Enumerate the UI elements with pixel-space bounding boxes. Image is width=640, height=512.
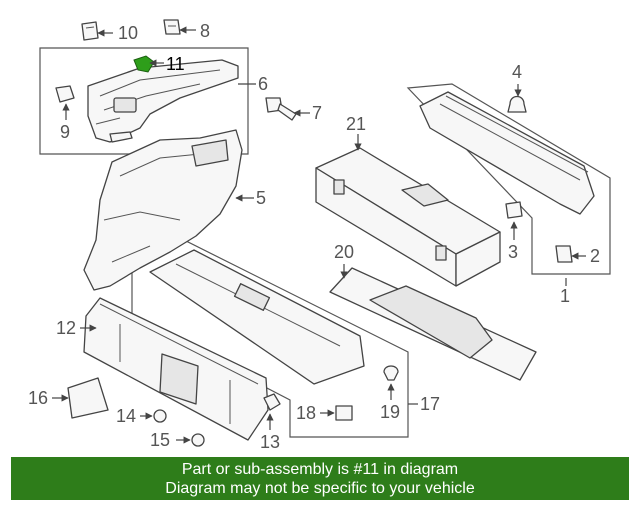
nut-part-13 bbox=[263, 393, 281, 411]
quarter-lower-trim-part bbox=[83, 129, 243, 291]
clip-part-19 bbox=[383, 365, 399, 381]
nut-part-14 bbox=[153, 409, 167, 423]
callout-21: 21 bbox=[346, 114, 366, 134]
group-frame-1 bbox=[406, 83, 611, 275]
callout-17: 17 bbox=[420, 394, 440, 414]
callout-18: 18 bbox=[296, 403, 316, 423]
scuff-panel-part bbox=[83, 297, 269, 441]
cargo-cover-part bbox=[329, 267, 537, 381]
clip-part-9 bbox=[55, 85, 75, 103]
callout-10: 10 bbox=[118, 23, 138, 43]
callout-8: 8 bbox=[200, 21, 210, 41]
clip-part-18 bbox=[335, 405, 353, 421]
callout-16: 16 bbox=[28, 388, 48, 408]
callout-2: 2 bbox=[590, 246, 600, 266]
storage-box-part bbox=[315, 147, 501, 287]
load-floor-part bbox=[149, 249, 365, 385]
parts-diagram: 10 8 11 6 9 7 4 21 5 3 2 1 20 12 16 14 1… bbox=[28, 19, 611, 452]
bolt-part-7 bbox=[265, 97, 297, 121]
callout-3: 3 bbox=[508, 242, 518, 262]
callout-20: 20 bbox=[334, 242, 354, 262]
callout-15: 15 bbox=[150, 430, 170, 450]
callout-13: 13 bbox=[260, 432, 280, 452]
highlighted-part-11 bbox=[133, 55, 155, 73]
rear-sill-plate-part bbox=[419, 91, 595, 263]
callout-4: 4 bbox=[512, 62, 522, 82]
callout-6: 6 bbox=[258, 74, 268, 94]
clip-part-8 bbox=[163, 19, 181, 35]
callout-12: 12 bbox=[56, 318, 76, 338]
info-banner: Part or sub-assembly is #11 in diagram D… bbox=[11, 457, 629, 500]
cover-plate-part bbox=[67, 377, 109, 419]
leader-lines bbox=[52, 26, 586, 444]
callout-14: 14 bbox=[116, 406, 136, 426]
nut-part-15 bbox=[191, 433, 205, 447]
quarter-upper-trim-part bbox=[87, 59, 239, 143]
callout-19: 19 bbox=[380, 402, 400, 422]
callout-9: 9 bbox=[60, 122, 70, 142]
callout-11: 11 bbox=[166, 54, 185, 74]
clip-part-10 bbox=[81, 21, 99, 41]
clip-part-4 bbox=[507, 95, 527, 113]
banner-line-2: Diagram may not be specific to your vehi… bbox=[165, 480, 475, 497]
banner-line-1: Part or sub-assembly is #11 in diagram bbox=[181, 461, 459, 478]
callout-7: 7 bbox=[312, 103, 322, 123]
callout-1: 1 bbox=[560, 286, 570, 306]
callout-5: 5 bbox=[256, 188, 266, 208]
screw-in-group bbox=[109, 131, 133, 143]
group-frame-6 bbox=[39, 47, 249, 155]
